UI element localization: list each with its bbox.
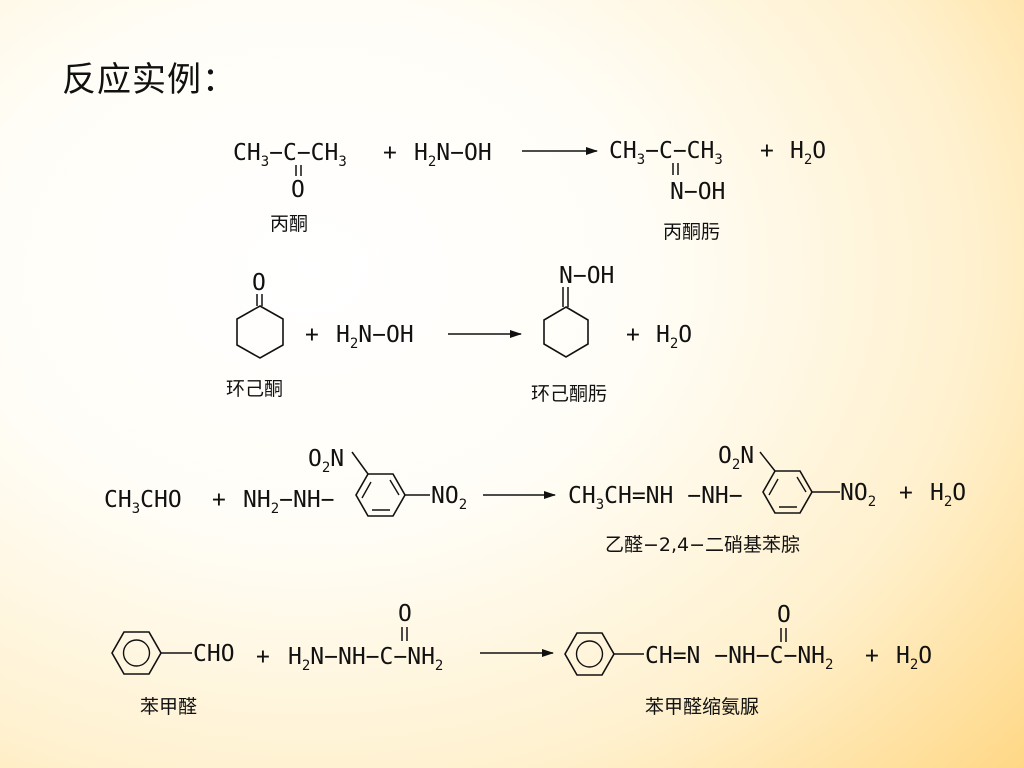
- aromatic-circle: [122, 639, 151, 667]
- oxime-group: N−OH: [559, 263, 614, 289]
- acetone-oxime-formula: CH3−C−CH3: [609, 138, 723, 168]
- plus-sign: +: [305, 322, 319, 348]
- ring-inner-bond: [389, 479, 400, 496]
- ring-inner-bond: [361, 481, 372, 499]
- dnph-amine-formula: NH2−NH−: [243, 487, 335, 517]
- para-nitro-group: NO2: [431, 483, 467, 513]
- plus-sign: +: [865, 643, 879, 669]
- reaction-3: CH3CHO + NH2−NH− O2N NO2 CH3CH=NH −NH− O…: [104, 443, 966, 556]
- semicarbazide-formula: H2N−NH−C−NH2: [288, 644, 443, 674]
- slide-title: 反应实例：: [62, 60, 237, 100]
- dnph-hydrazone-name: 乙醛−2,4−二硝基苯腙: [605, 534, 800, 556]
- ortho-nitro-group: O2N: [718, 443, 754, 473]
- semicarbazone-name: 苯甲醛缩氨脲: [645, 696, 759, 718]
- reaction-1: CH3−C−CH3 O 丙酮 + H2N−OH CH3−C−CH3 N−OH 丙…: [233, 138, 826, 243]
- carbonyl-oxygen: O: [398, 601, 412, 627]
- oxime-group: N−OH: [670, 179, 725, 205]
- aromatic-circle: [575, 640, 604, 668]
- plus-sign: +: [626, 322, 640, 348]
- plus-sign: +: [760, 138, 774, 164]
- bond-nitro-ortho: [759, 451, 776, 472]
- plus-sign: +: [383, 140, 397, 166]
- cyclohexanone-oxime-name: 环己酮肟: [531, 383, 607, 405]
- plus-sign: +: [899, 480, 913, 506]
- carbonyl-oxygen: O: [777, 602, 791, 628]
- cyclohexane-ring: [236, 305, 284, 359]
- benzene-ring: [111, 631, 162, 675]
- para-nitro-group: NO2: [840, 480, 876, 510]
- ring-inner-bond: [768, 478, 779, 496]
- benzaldehyde-name: 苯甲醛: [140, 696, 197, 718]
- reaction-2: O 环己酮 + H2N−OH N−OH 环己酮肟 + H2O: [226, 263, 692, 405]
- acetaldehyde-formula: CH3CHO: [104, 487, 182, 517]
- water-formula: H2O: [896, 643, 932, 673]
- acetone-formula: CH3−C−CH3: [233, 140, 347, 170]
- benzene-ring: [564, 632, 615, 676]
- aldehyde-group: CHO: [193, 641, 235, 667]
- cyclohexanone-name: 环己酮: [226, 378, 283, 400]
- reaction-4: CHO 苯甲醛 + H2N−NH−C−NH2 O CH=N −NH−C−NH2 …: [111, 601, 932, 718]
- acetone-oxygen: O: [291, 177, 305, 203]
- hydroxylamine-formula: H2N−OH: [414, 140, 492, 170]
- acetone-name: 丙酮: [270, 213, 308, 235]
- water-formula: H2O: [790, 138, 826, 168]
- ring-inner-bond: [796, 476, 807, 493]
- hydrazone-formula: CH3CH=NH −NH−: [568, 483, 743, 513]
- cyclohexane-ring: [543, 306, 589, 358]
- plus-sign: +: [212, 487, 226, 513]
- acetone-oxime-name: 丙酮肟: [663, 221, 720, 243]
- plus-sign: +: [256, 644, 270, 670]
- water-formula: H2O: [656, 322, 692, 352]
- hydroxylamine-formula: H2N−OH: [336, 322, 414, 352]
- bond-nitro-ortho: [351, 451, 369, 475]
- semicarbazone-formula: CH=N −NH−C−NH2: [645, 643, 833, 673]
- water-formula: H2O: [930, 480, 966, 510]
- ortho-nitro-group: O2N: [308, 446, 344, 476]
- cyclohexanone-oxygen: O: [252, 270, 266, 296]
